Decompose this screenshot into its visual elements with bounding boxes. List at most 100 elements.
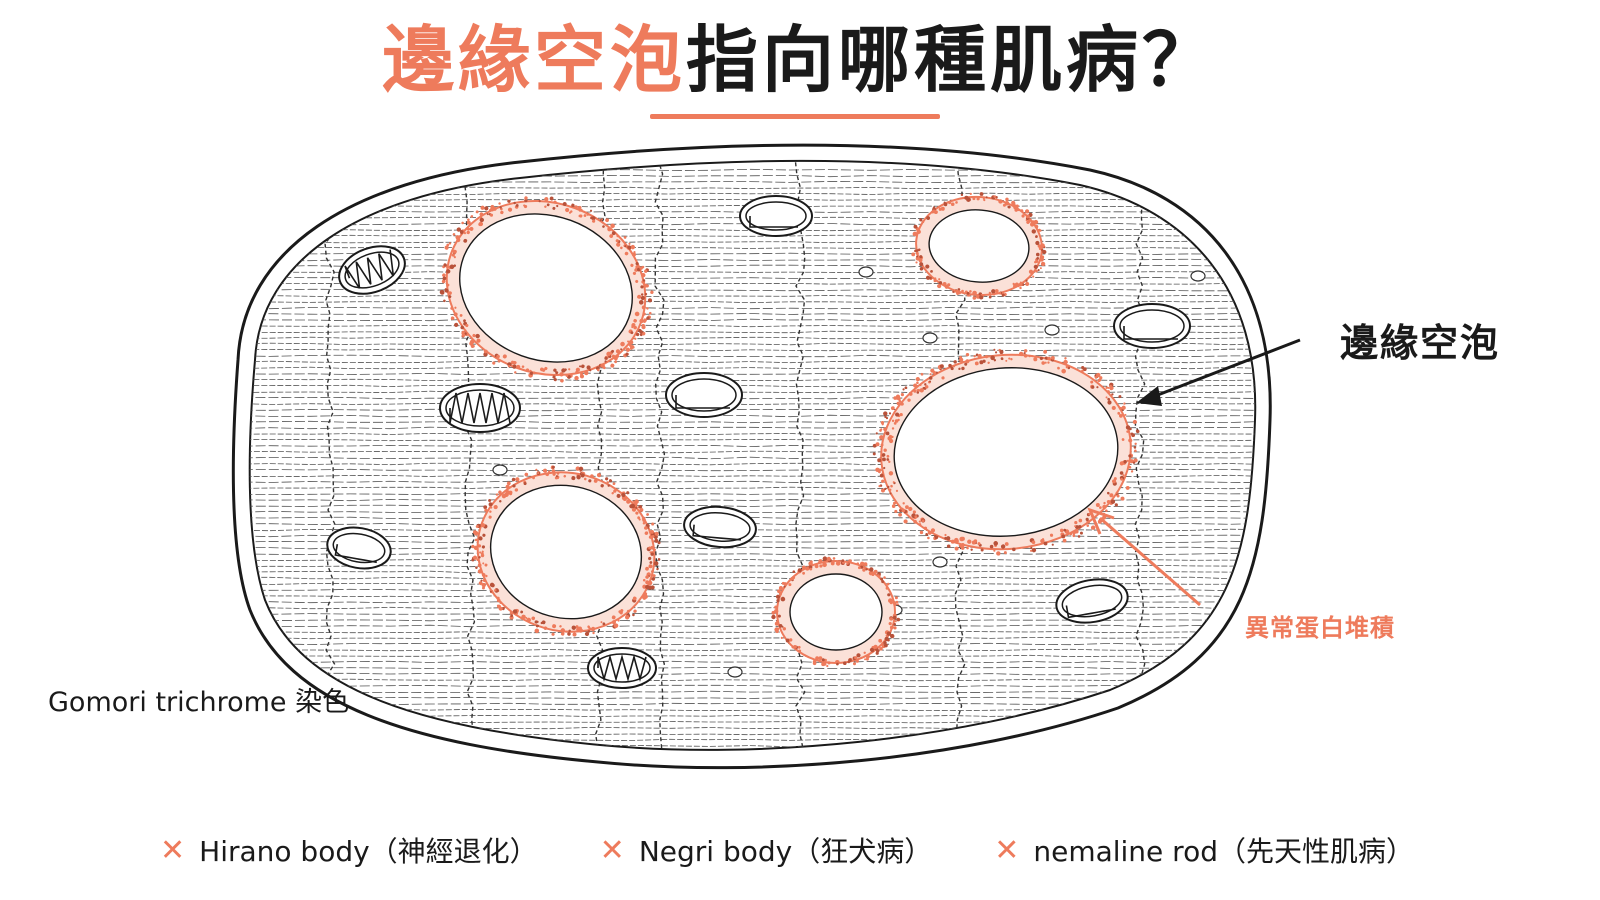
option-negri: ✕ Negri body（狂犬病） xyxy=(600,830,933,870)
striation-line xyxy=(249,666,1256,670)
striation-line xyxy=(249,648,1256,652)
mitochondrion xyxy=(665,372,743,418)
vacuole-lumen xyxy=(489,484,643,620)
striation-line xyxy=(249,732,1256,736)
striation-line xyxy=(249,618,1256,622)
protein-pointer-arrow xyxy=(1099,516,1201,607)
striation-line xyxy=(249,546,1256,550)
fiber-outer-membrane xyxy=(231,143,1272,770)
cross-icon: ✕ xyxy=(599,832,625,868)
striation-line xyxy=(249,660,1256,664)
striation-line xyxy=(249,306,1256,310)
vacuole xyxy=(771,556,901,668)
striation-line xyxy=(249,294,1256,298)
striation-line xyxy=(249,180,1256,184)
vacuole xyxy=(471,465,661,637)
striation-line xyxy=(249,288,1256,292)
striation-line xyxy=(249,360,1256,364)
striation-line xyxy=(249,504,1256,508)
striation-line xyxy=(249,552,1256,556)
granule xyxy=(727,666,743,678)
striation-line xyxy=(249,228,1256,232)
z-line xyxy=(794,160,806,750)
mitochondrion xyxy=(683,505,757,549)
granule xyxy=(932,556,948,568)
striation-line xyxy=(249,324,1256,328)
striation-line xyxy=(249,264,1256,268)
page-title: 邊緣空泡指向哪種肌病？ xyxy=(0,10,1600,110)
striation-line xyxy=(249,564,1256,568)
striation-line xyxy=(249,576,1256,580)
striation-line xyxy=(249,300,1256,304)
striation-line xyxy=(249,222,1256,226)
striation-line xyxy=(249,366,1256,370)
striation-line xyxy=(249,714,1256,718)
cross-icon: ✕ xyxy=(160,832,186,868)
striation-line xyxy=(230,751,1270,752)
mitochondrion xyxy=(1113,303,1191,349)
striation-line xyxy=(249,738,1256,742)
striation-line xyxy=(249,258,1256,262)
striation-line xyxy=(249,510,1256,514)
option-text: nemaline rod（先天性肌病） xyxy=(1033,835,1414,868)
striation-line xyxy=(249,240,1256,244)
striation-line xyxy=(249,168,1256,172)
vacuole-lumen xyxy=(893,367,1119,537)
mitochondrion xyxy=(338,245,406,295)
mitochondrion xyxy=(439,383,521,433)
striation-line xyxy=(230,757,1270,759)
vacuole-lumen xyxy=(459,213,633,363)
striation-line xyxy=(249,342,1256,346)
striation-line xyxy=(249,312,1256,316)
striation-line xyxy=(249,672,1256,676)
striation-line xyxy=(249,210,1256,214)
vacuole xyxy=(439,196,654,383)
striation-line xyxy=(249,318,1256,322)
title-highlight: 邊緣空泡 xyxy=(381,18,686,102)
z-line xyxy=(654,160,666,750)
striation-line xyxy=(249,726,1256,730)
mitochondrion xyxy=(326,526,392,570)
granule xyxy=(1190,270,1206,282)
striation-line xyxy=(249,198,1256,202)
mitochondrion xyxy=(739,195,813,237)
option-hirano: ✕ Hirano body（神經退化） xyxy=(160,830,538,870)
striation-line xyxy=(249,678,1256,682)
protein-arrowhead-icon xyxy=(1087,507,1115,535)
cross-icon: ✕ xyxy=(994,832,1020,868)
z-line xyxy=(324,160,336,750)
striation-line xyxy=(249,186,1256,190)
granule xyxy=(492,464,508,476)
option-text: Negri body（狂犬病） xyxy=(638,835,933,868)
vacuole-label: 邊緣空泡 xyxy=(1340,321,1501,365)
striation-line xyxy=(249,390,1256,394)
rimmed-vacuoles xyxy=(439,192,1140,668)
protein-label: 異常蛋白堆積 xyxy=(1245,614,1395,642)
mitochondrion xyxy=(587,647,657,689)
myofibril-striations xyxy=(230,168,1270,764)
striation-line xyxy=(249,642,1256,646)
granule xyxy=(858,266,874,278)
stain-label: Gomori trichrome 染色 xyxy=(48,687,350,718)
striation-line xyxy=(249,336,1256,340)
striation-line xyxy=(249,744,1256,748)
striation-line xyxy=(230,763,1270,764)
striation-line xyxy=(249,624,1256,628)
vacuole-arrowhead-icon xyxy=(1136,386,1162,406)
option-nemaline: ✕ nemaline rod（先天性肌病） xyxy=(994,830,1414,870)
title-underline xyxy=(650,114,940,119)
striation-line xyxy=(249,630,1256,634)
wrong-options-list: ✕ Hirano body（神經退化） ✕ Negri body（狂犬病） ✕ … xyxy=(160,830,1476,870)
fiber-inner-membrane xyxy=(248,159,1257,751)
striation-line xyxy=(249,348,1256,352)
striation-line xyxy=(249,654,1256,658)
striation-line xyxy=(249,330,1256,334)
striation-line xyxy=(249,234,1256,238)
striation-line xyxy=(249,684,1256,688)
striation-line xyxy=(249,378,1256,382)
striation-line xyxy=(249,696,1256,700)
vacuole-lumen xyxy=(789,573,883,651)
vacuole xyxy=(911,192,1047,300)
mitochondria xyxy=(326,195,1191,689)
